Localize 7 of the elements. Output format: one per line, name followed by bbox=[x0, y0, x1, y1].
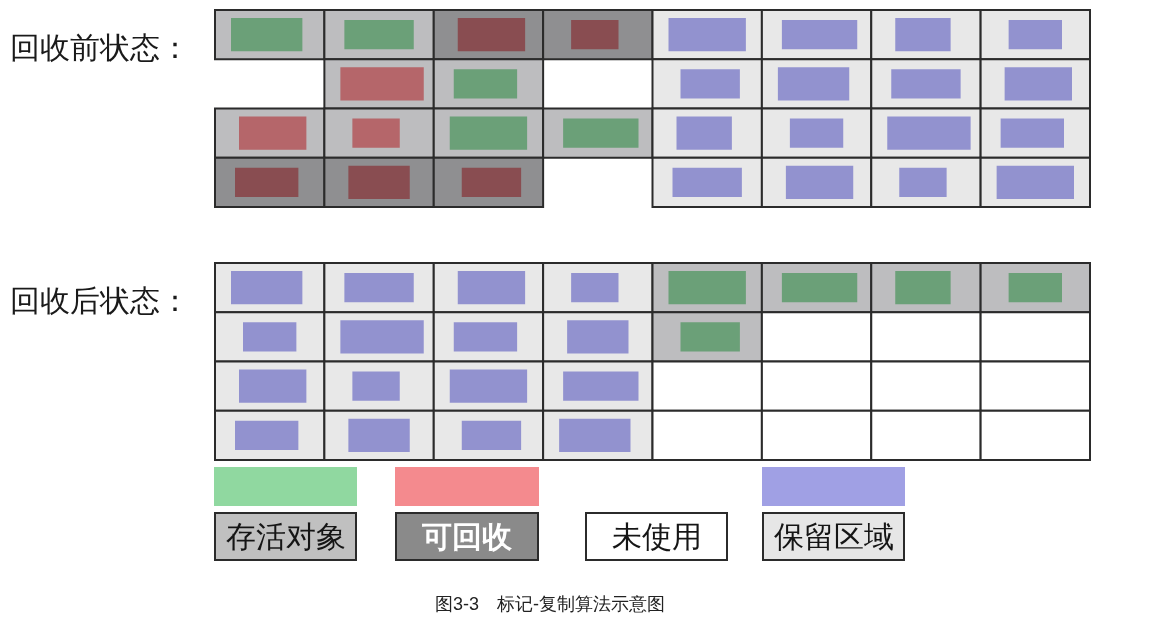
legend-label: 存活对象 bbox=[214, 512, 357, 561]
state-label: 回收前状态： bbox=[10, 29, 190, 67]
caption: 图3-3 标记-复制算法示意图 bbox=[434, 593, 666, 616]
legend-label: 保留区域 bbox=[762, 512, 905, 561]
legend-label: 可回收 bbox=[395, 512, 539, 561]
legend-label: 未使用 bbox=[585, 512, 728, 561]
state-label: 回收后状态： bbox=[10, 282, 190, 320]
